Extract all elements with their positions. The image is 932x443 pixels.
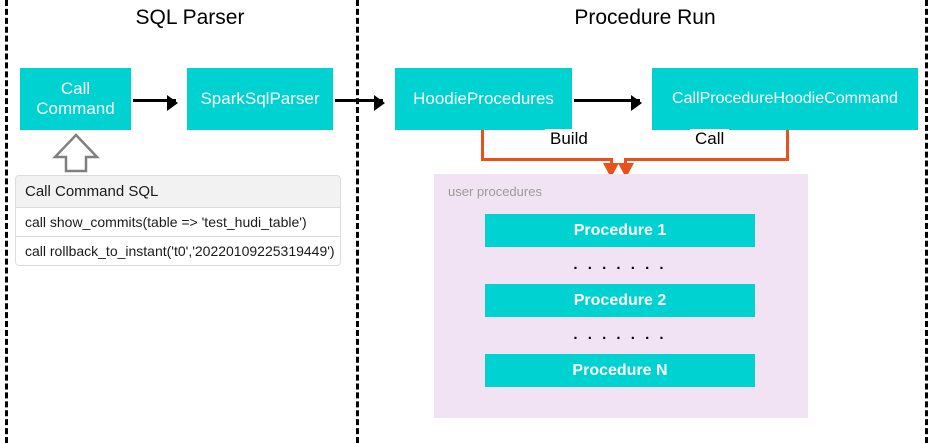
node-call-command-label-line2: Command [36,99,115,118]
node-call-command-label: Call Command [36,79,114,120]
user-procedure-label: Procedure 2 [573,291,667,309]
node-call-command-label-line1: Call [60,78,91,98]
sql-table-header: Call Command SQL [15,175,341,208]
node-call-procedure-hoodie-command-label: CallProcedureHoodieCommand [672,90,898,108]
user-procedures-panel: user procedures Procedure 1 . . . . . . … [434,174,808,418]
user-procedure-item[interactable]: Procedure 2 [485,284,755,317]
dashed-vertical-separator-right [925,0,928,443]
node-call-procedure-hoodie-command[interactable]: CallProcedureHoodieCommand [652,68,918,130]
node-hoodie-procedures-label: HoodieProcedures [413,88,554,108]
edge-label-call: Call [690,129,730,149]
user-procedure-item[interactable]: Procedure N [485,354,755,387]
user-procedures-ellipsis: . . . . . . . [573,326,667,343]
sql-table-row: call rollback_to_instant('t0','202201092… [15,236,341,266]
user-procedures-ellipsis: . . . . . . . [573,256,667,273]
edge-label-build: Build [545,129,593,149]
dashed-vertical-separator-middle [356,0,359,443]
call-connector-vertical-start [786,130,789,161]
call-connector-horizontal [624,158,789,161]
node-spark-sql-parser-label: SparkSqlParser [200,88,320,108]
section-title-procedure-run: Procedure Run [574,6,716,29]
dashed-vertical-separator-left [5,0,8,443]
user-procedure-label: Procedure N [572,361,668,379]
user-procedure-label: Procedure 1 [573,221,667,239]
call-command-sql-table: Call Command SQL call show_commits(table… [15,175,341,266]
flow-arrow-spark-sql-parser-to-hoodie-procedures [335,95,385,111]
node-hoodie-procedures[interactable]: HoodieProcedures [395,68,572,130]
flow-arrow-hoodie-procedures-to-call-procedure-hoodie-command [574,95,642,111]
node-spark-sql-parser[interactable]: SparkSqlParser [187,68,333,130]
hollow-up-arrow-icon [52,133,100,173]
node-call-command[interactable]: Call Command [20,68,131,130]
user-procedure-item[interactable]: Procedure 1 [485,214,755,247]
build-connector-horizontal [481,158,613,161]
sql-table-row: call show_commits(table => 'test_hudi_ta… [15,207,341,237]
section-title-sql-parser: SQL Parser [135,6,245,29]
build-connector-vertical-start [481,130,484,161]
user-procedures-caption: user procedures [448,184,542,199]
flow-arrow-call-command-to-spark-sql-parser [133,95,178,111]
